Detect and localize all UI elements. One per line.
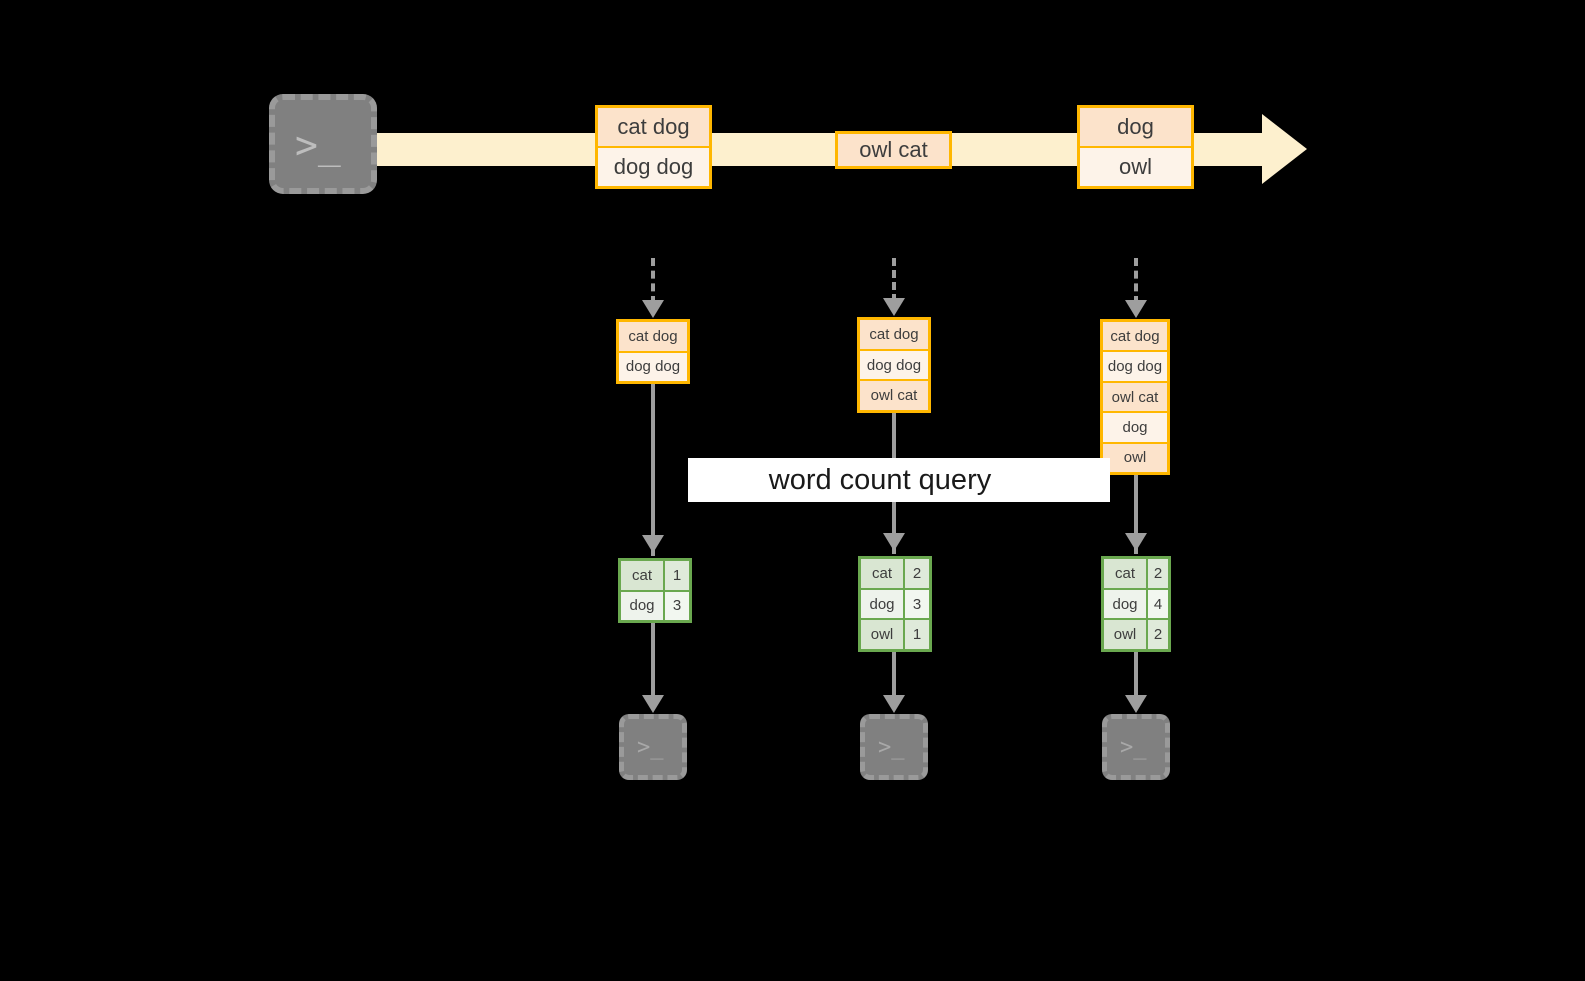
snapshot-1-sink-connector-arrowhead	[642, 695, 664, 713]
dashed-connector-1-arrowhead	[642, 300, 664, 318]
snapshot-2-word-2: dog	[861, 589, 905, 619]
query-label-text: word count query	[768, 463, 992, 496]
table-row: cat 2	[1104, 559, 1168, 590]
snapshot-3-sink-terminal-icon: >_	[1102, 714, 1170, 780]
snapshot-3-input-line-2: dog dog	[1103, 352, 1167, 383]
table-row: dog 4	[1104, 589, 1168, 621]
snapshot-3-sink-connector	[1134, 652, 1138, 703]
timeline-batch-2: owl cat	[835, 131, 952, 169]
snapshot-3-sink-connector-arrowhead	[1125, 695, 1147, 713]
dashed-connector-3-arrowhead	[1125, 300, 1147, 318]
snapshot-2-word-3: owl	[861, 620, 905, 650]
snapshot-2-result-table: cat 2 dog 3 owl 1	[858, 556, 932, 652]
timeline-batch-2-line-1: owl cat	[838, 134, 949, 166]
snapshot-1-word-2: dog	[621, 591, 665, 620]
terminal-prompt-glyph: >_	[1120, 735, 1147, 760]
timeline-batch-1-line-2: dog dog	[598, 148, 709, 186]
dashed-connector-3	[1134, 258, 1138, 304]
snapshot-1-query-connector-arrowhead	[642, 535, 664, 553]
timeline-batch-3: dog owl	[1077, 105, 1194, 189]
snapshot-3-input-line-4: dog	[1103, 413, 1167, 444]
snapshot-3-result-table: cat 2 dog 4 owl 2	[1101, 556, 1171, 652]
table-row: cat 1	[621, 561, 689, 592]
query-label: word count query	[688, 458, 1110, 502]
snapshot-2-sink-connector	[892, 652, 896, 703]
table-row: dog 3	[861, 589, 929, 621]
snapshot-3-query-connector	[1134, 475, 1138, 554]
snapshot-3-input-line-3: owl cat	[1103, 382, 1167, 414]
table-row: dog 3	[621, 591, 689, 620]
terminal-prompt-glyph: >_	[295, 123, 341, 167]
snapshot-3-word-1: cat	[1104, 559, 1148, 588]
terminal-prompt-glyph: >_	[878, 735, 905, 760]
table-row: owl 2	[1104, 620, 1168, 650]
snapshot-2-count-3: 1	[905, 620, 929, 650]
snapshot-3-word-3: owl	[1104, 620, 1148, 650]
snapshot-2-count-2: 3	[905, 589, 929, 619]
snapshot-3-input-line-1: cat dog	[1103, 322, 1167, 353]
snapshot-1-count-1: 1	[665, 561, 689, 590]
source-terminal-icon: >_	[269, 94, 377, 194]
snapshot-3-input-table: cat dog dog dog owl cat dog owl	[1100, 319, 1170, 475]
snapshot-2-sink-terminal-icon: >_	[860, 714, 928, 780]
snapshot-3-count-1: 2	[1148, 559, 1168, 588]
snapshot-2-sink-connector-arrowhead	[883, 695, 905, 713]
dashed-connector-2	[892, 258, 896, 302]
timeline-batch-1: cat dog dog dog	[595, 105, 712, 189]
snapshot-1-word-1: cat	[621, 561, 665, 590]
snapshot-2-count-1: 2	[905, 559, 929, 588]
snapshot-3-input-line-5: owl	[1103, 443, 1167, 473]
snapshot-3-count-3: 2	[1148, 620, 1168, 650]
timeline-batch-3-line-2: owl	[1080, 148, 1191, 186]
snapshot-1-query-connector	[651, 384, 655, 556]
snapshot-2-input-line-1: cat dog	[860, 320, 928, 351]
snapshot-1-input-table: cat dog dog dog	[616, 319, 690, 384]
snapshot-3-count-2: 4	[1148, 589, 1168, 619]
snapshot-1-sink-connector	[651, 623, 655, 703]
timeline-batch-1-line-1: cat dog	[598, 108, 709, 148]
snapshot-1-result-table: cat 1 dog 3	[618, 558, 692, 623]
snapshot-2-input-line-3: owl cat	[860, 381, 928, 411]
stream-arrow-head	[1262, 114, 1307, 184]
table-row: cat 2	[861, 559, 929, 590]
dashed-connector-2-arrowhead	[883, 298, 905, 316]
snapshot-1-sink-terminal-icon: >_	[619, 714, 687, 780]
snapshot-3-query-connector-arrowhead	[1125, 533, 1147, 551]
snapshot-2-word-1: cat	[861, 559, 905, 588]
table-row: owl 1	[861, 620, 929, 650]
snapshot-2-query-connector-arrowhead	[883, 533, 905, 551]
terminal-prompt-glyph: >_	[637, 735, 664, 760]
snapshot-1-input-line-2: dog dog	[619, 352, 687, 381]
snapshot-1-input-line-1: cat dog	[619, 322, 687, 353]
snapshot-2-input-table: cat dog dog dog owl cat	[857, 317, 931, 413]
snapshot-3-word-2: dog	[1104, 589, 1148, 619]
dashed-connector-1	[651, 258, 655, 304]
snapshot-1-count-2: 3	[665, 591, 689, 620]
timeline-batch-3-line-1: dog	[1080, 108, 1191, 148]
snapshot-2-input-line-2: dog dog	[860, 350, 928, 382]
